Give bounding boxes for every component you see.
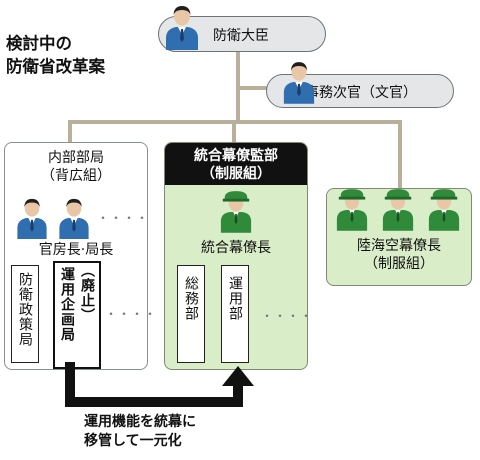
internal-bureau-leader-label: 官房長·局長 [38, 242, 114, 258]
joint-staff-header-line1: 統合幕僚監部 [194, 148, 278, 164]
uniformed-person-icon [335, 187, 369, 231]
internal-bureau-more-people: ・・・・ [97, 211, 150, 225]
internal-bureau-more-units: ・・・・ [105, 307, 158, 321]
service-chiefs-label-line2: （制服組） [364, 256, 434, 272]
minister-person-icon [164, 4, 200, 50]
sub-unit-general-affairs-label: 総務部 [183, 276, 199, 321]
uniformed-person-icon [381, 187, 415, 231]
transfer-note-line2: 移管して一元化 [84, 433, 182, 449]
sub-unit-defense-policy-label: 防衛政策局 [17, 272, 33, 347]
joint-staff-header: 統合幕僚監部 （制服組） [165, 143, 307, 185]
internal-bureau-heading-line2: （背広組） [41, 168, 111, 184]
joint-staff-leader-label: 統合幕僚長 [201, 240, 271, 256]
internal-bureau-heading: 内部部局 （背広組） [5, 149, 147, 185]
internal-bureau-box: 内部部局 （背広組） ・・・・ 官房長·局長 防衛政策局 運用企画局 （廃止） … [4, 142, 156, 370]
connector-to-vice-minister [236, 86, 272, 90]
internal-bureau-heading-line1: 内部部局 [48, 150, 104, 166]
uniformed-person-icon [427, 187, 461, 231]
connector-drop-center [232, 120, 236, 144]
joint-staff-header-line2: （制服組） [201, 166, 271, 182]
sub-unit-operations-planning-label: 運用企画局 [59, 267, 75, 342]
diagram-title: 検討中の 防衛省改革案 [6, 32, 105, 78]
service-chiefs-label-line1: 陸海空幕僚長 [357, 238, 441, 254]
joint-staff-box: 統合幕僚監部 （制服組） 統合幕僚長 総務部 運用部 ・・・・ [164, 142, 312, 370]
sub-unit-operations: 運用部 [221, 265, 249, 363]
transfer-note-line1: 運用機能を統幕に [84, 414, 196, 430]
joint-staff-more-units: ・・・・ [261, 309, 314, 323]
civilian-person-icon [15, 197, 49, 239]
sub-unit-operations-label: 運用部 [227, 276, 243, 321]
sub-unit-operations-planning: 運用企画局 （廃止） [53, 261, 101, 369]
vice-minister-person-icon [282, 60, 316, 104]
service-chiefs-label: 陸海空幕僚長 （制服組） [327, 237, 471, 273]
minister-label: 防衛大臣 [213, 28, 269, 44]
service-chiefs-box: 陸海空幕僚長 （制服組） [326, 188, 472, 286]
joint-staff-header-text: 統合幕僚監部 （制服組） [165, 147, 307, 183]
connector-drop-left [68, 120, 72, 144]
sub-unit-defense-policy: 防衛政策局 [11, 265, 39, 363]
vice-minister-label: 事務次官（文官） [305, 85, 417, 101]
sub-unit-abolished-note: （廃止） [79, 263, 95, 323]
title-line-1: 検討中の [6, 34, 72, 53]
transfer-note: 運用機能を統幕に 移管して一元化 [84, 413, 196, 451]
connector-drop-right [398, 120, 402, 190]
title-line-2: 防衛省改革案 [6, 57, 105, 76]
sub-unit-general-affairs: 総務部 [177, 265, 205, 363]
civilian-person-icon [57, 197, 91, 239]
uniformed-person-icon [219, 189, 253, 233]
